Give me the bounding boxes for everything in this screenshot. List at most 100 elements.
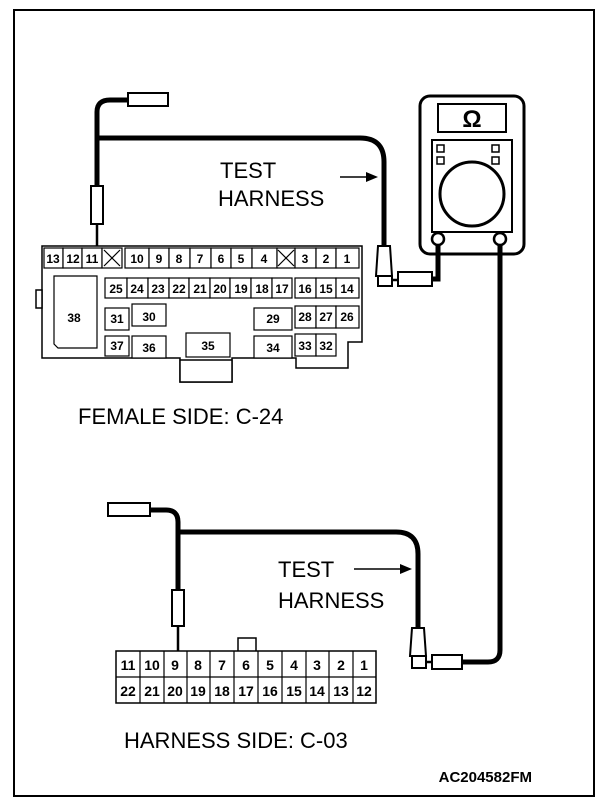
c03-pin: 6 <box>242 657 250 673</box>
c03-latch <box>237 637 257 653</box>
c24-pin: 13 <box>46 252 60 266</box>
c03-pin: 14 <box>309 683 325 699</box>
c24-pin: 14 <box>340 282 354 296</box>
figure-code: AC204582FM <box>439 769 532 786</box>
c24-pin: 5 <box>238 252 245 266</box>
diagram-frame <box>13 9 595 797</box>
harness-plug-end <box>127 92 169 107</box>
c03-pin: 13 <box>333 683 349 699</box>
c03-pin: 10 <box>144 657 160 673</box>
connector-c03: 11 10 9 8 7 6 5 4 3 2 1 22 21 20 19 18 1… <box>115 637 377 704</box>
c24-pin: 22 <box>172 282 186 296</box>
c03-pin: 4 <box>290 657 298 673</box>
female-side-label: FEMALE SIDE: C-24 <box>78 404 283 429</box>
c03-pin: 12 <box>356 683 372 699</box>
c03-pin: 3 <box>313 657 321 673</box>
jack-right <box>492 231 508 247</box>
c03-pin: 22 <box>120 683 136 699</box>
c24-pin: 4 <box>261 252 268 266</box>
harness-wire-bottom-to-probe <box>178 529 421 628</box>
harness-side-label: HARNESS SIDE: C-03 <box>124 728 348 753</box>
multimeter: Ω <box>418 94 526 256</box>
c24-pin: 12 <box>66 252 80 266</box>
test-label-bottom: TEST <box>278 557 334 582</box>
jack-left <box>430 231 446 247</box>
harness-probe-pin11 <box>90 185 104 225</box>
harness-label-bottom: HARNESS <box>278 588 384 613</box>
c24-pin: 36 <box>142 341 156 355</box>
c24-pin: 3 <box>302 252 309 266</box>
c03-pin: 21 <box>144 683 160 699</box>
c03-pin: 20 <box>167 683 183 699</box>
c24-blank-x1b <box>103 249 121 267</box>
c24-pin: 35 <box>201 339 215 353</box>
harness-plug-end-bottom <box>107 502 151 517</box>
lead-plug-top <box>397 271 433 287</box>
c24-lock-tab <box>179 359 233 383</box>
c03-pin: 9 <box>171 657 179 673</box>
c24-pin: 10 <box>130 252 144 266</box>
c03-pin: 5 <box>266 657 274 673</box>
harness-wire-top <box>94 97 128 188</box>
arrow-top-head <box>366 172 378 182</box>
selector-button-4 <box>491 156 500 165</box>
c03-pin: 11 <box>121 657 136 673</box>
lead-plug-bottom <box>431 654 463 670</box>
multimeter-mode-box <box>431 139 513 233</box>
c24-blank-x2b <box>277 249 295 267</box>
c24-pin: 7 <box>197 252 204 266</box>
c24-pin: 38 <box>67 311 81 325</box>
c24-pin: 16 <box>298 282 312 296</box>
c24-pin: 23 <box>151 282 165 296</box>
test-harness-top <box>90 92 441 287</box>
c24-pin: 2 <box>323 252 330 266</box>
c24-pin: 32 <box>319 339 333 353</box>
lead-connector-top <box>377 275 393 287</box>
c24-pin: 24 <box>130 282 144 296</box>
c24-pin: 30 <box>142 310 156 324</box>
harness-wire-bottom <box>150 507 181 590</box>
c24-pin: 1 <box>344 252 351 266</box>
harness-label-top: HARNESS <box>218 186 324 211</box>
c24-pin: 34 <box>266 341 280 355</box>
c24-pin: 20 <box>213 282 227 296</box>
multimeter-display <box>437 103 507 133</box>
c24-pin: 18 <box>255 282 269 296</box>
c24-pin: 11 <box>86 252 99 266</box>
harness-plug-meter-side <box>374 245 394 277</box>
c24-pin: 31 <box>110 312 124 326</box>
c03-pin: 1 <box>360 657 368 673</box>
selector-button-1 <box>436 144 445 153</box>
lead-connector-bottom <box>411 655 427 669</box>
test-label-top: TEST <box>220 158 276 183</box>
c24-pin: 17 <box>275 282 289 296</box>
c24-cavity-38 <box>53 275 98 349</box>
c03-pin: 8 <box>194 657 202 673</box>
c24-pin: 15 <box>319 282 333 296</box>
harness-wire-top-to-probe <box>97 135 387 246</box>
selector-dial <box>438 160 506 228</box>
c03-pin: 2 <box>337 657 345 673</box>
c24-side-tab-left <box>35 289 43 309</box>
c24-pin: 6 <box>218 252 225 266</box>
connector-c24: 13 12 11 10 9 8 7 6 5 4 3 2 1 25 24 23 2… <box>35 245 363 383</box>
meter-lead-right <box>462 245 503 665</box>
c24-pin: 19 <box>234 282 248 296</box>
c24-pin: 29 <box>266 312 280 326</box>
c03-pin: 18 <box>214 683 230 699</box>
c24-pin: 8 <box>176 252 183 266</box>
c03-pin: 19 <box>190 683 206 699</box>
c03-pin: 15 <box>286 683 302 699</box>
c24-pin: 33 <box>298 339 312 353</box>
selector-button-3 <box>491 144 500 153</box>
harness-plug-meter-side-bottom <box>408 627 428 657</box>
selector-button-2 <box>436 156 445 165</box>
c24-pin: 37 <box>110 339 124 353</box>
arrow-bottom-head <box>400 564 412 574</box>
meter-lead-left <box>432 245 441 282</box>
c24-pin: 27 <box>319 310 333 324</box>
c24-pin: 9 <box>156 252 163 266</box>
ohm-symbol: Ω <box>462 106 481 133</box>
test-harness-bottom <box>107 245 503 670</box>
